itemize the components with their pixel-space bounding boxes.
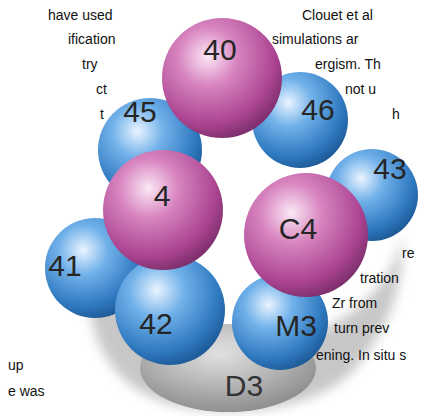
atom-label-holder: 42 [115, 255, 225, 365]
atom-label-holder: C4 [244, 173, 368, 297]
atom-label-holder: 40 [162, 18, 282, 138]
atom-number: 40 [203, 35, 236, 65]
body-text-fragment: h [392, 107, 400, 122]
body-text-fragment: try [82, 57, 98, 72]
atom-number: D3 [225, 371, 263, 401]
atom-number: 42 [139, 309, 172, 339]
atom-sphere: 42 [115, 255, 225, 365]
body-text-fragment: ification [68, 32, 115, 47]
body-text-fragment: tration [360, 271, 399, 286]
sphere-fill [103, 150, 223, 270]
sphere-fill [140, 324, 316, 412]
atom-sphere: 4 [103, 150, 223, 270]
body-text-fragment: not u [345, 82, 376, 97]
body-text-fragment: turn prev [334, 321, 389, 336]
body-text-fragment: ct [96, 82, 107, 97]
body-text-fragment: Zr from [332, 296, 377, 311]
sphere-fill [162, 18, 282, 138]
sphere-fill [252, 72, 348, 168]
body-text-fragment: t [100, 107, 104, 122]
atom-sphere: C4 [244, 173, 368, 297]
body-text-fragment: have used [48, 8, 113, 23]
atom-number: 46 [301, 95, 334, 125]
sphere-fill [232, 274, 328, 370]
atom-number: M3 [275, 311, 317, 341]
body-text-fragment: e was [8, 384, 45, 399]
body-text-fragment: re [402, 246, 414, 261]
atom-number: 43 [373, 154, 406, 184]
atom-number: 41 [48, 251, 81, 281]
atom-number: 45 [123, 97, 156, 127]
atom-number: C4 [279, 214, 317, 244]
atom-label-holder: 4 [103, 150, 223, 270]
atom-number: 4 [154, 181, 171, 211]
sphere-fill [244, 173, 368, 297]
body-text-fragment: ergism. Th [315, 57, 381, 72]
body-text-fragment: up [8, 358, 24, 373]
body-text-fragment: ening. In situ s [316, 348, 406, 363]
sphere-fill [115, 255, 225, 365]
body-text-fragment: simulations ar [272, 32, 358, 47]
body-text-fragment: Clouet et al [302, 8, 373, 23]
atom-sphere: 40 [162, 18, 282, 138]
